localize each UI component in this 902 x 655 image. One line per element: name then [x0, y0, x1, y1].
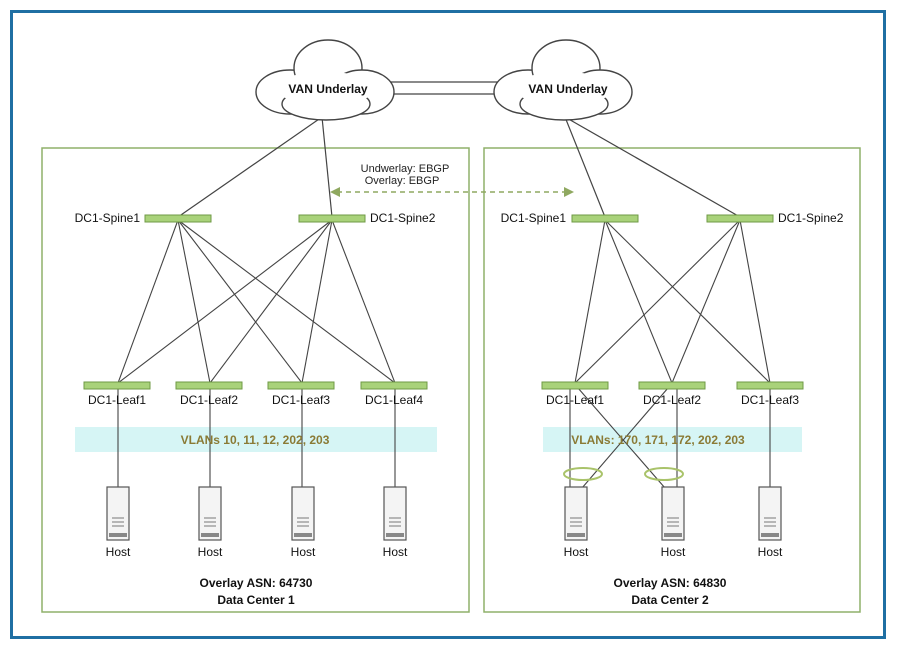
host-server-icon	[106, 486, 130, 541]
dc1-vlans-label: VLANs 10, 11, 12, 202, 203	[181, 433, 330, 447]
dc1-vlan-band	[75, 427, 437, 452]
host-server-icon	[564, 486, 588, 541]
host-server-icon	[291, 486, 315, 541]
dc2-host-links	[569, 387, 771, 489]
dc1-leaf3-label: DC1-Leaf3	[272, 393, 330, 407]
dc1-host3-label: Host	[291, 545, 316, 559]
dc2-host3-label: Host	[758, 545, 783, 559]
mlag-ring-right	[644, 467, 684, 481]
dc1-leaf3-device	[267, 381, 335, 390]
cloud-left-label: VAN Underlay	[288, 82, 367, 96]
dc1-leaf4-device	[360, 381, 428, 390]
dc2-spine1-device	[571, 214, 639, 223]
dc1-host-links	[117, 388, 396, 488]
dc2-leaf2-device	[638, 381, 706, 390]
dc2-vlan-band	[543, 427, 802, 452]
link-note-overlay: Overlay: EBGP	[365, 175, 440, 187]
mlag-ring-left	[563, 467, 603, 481]
dc1-links	[117, 219, 396, 384]
dc1-spine1-label: DC1-Spine1	[75, 211, 141, 225]
dc2-vlans-label: VLANs: 170, 171, 172, 202, 203	[571, 433, 745, 447]
dc2-spine2-label: DC1-Spine2	[778, 211, 844, 225]
dc2-host2-label: Host	[661, 545, 686, 559]
dc2-spine1-label: DC1-Spine1	[501, 211, 567, 225]
host-server-icon	[661, 486, 685, 541]
cloud-uplinks	[177, 116, 741, 218]
dc2-leaf1-device	[541, 381, 609, 390]
dc1-spine1-device	[144, 214, 212, 223]
dc1-spine2-label: DC1-Spine2	[370, 211, 436, 225]
diagram-frame	[10, 10, 886, 639]
dc1-leaf1-label: DC1-Leaf1	[88, 393, 146, 407]
dc1-host2-label: Host	[198, 545, 223, 559]
dc1-asn-label: Overlay ASN: 64730	[200, 576, 313, 590]
host-server-icon	[198, 486, 222, 541]
dc1-leaf2-device	[175, 381, 243, 390]
dc1-leaf1-device	[83, 381, 151, 390]
dc1-leaf4-label: DC1-Leaf4	[365, 393, 423, 407]
spine-devices	[144, 214, 774, 223]
dci-arrow	[330, 187, 574, 197]
dc1-leaf2-label: DC1-Leaf2	[180, 393, 238, 407]
dc2-box	[483, 147, 861, 613]
dc1-name-label: Data Center 1	[217, 593, 295, 607]
host-server-icon	[758, 486, 782, 541]
dc2-spine2-device	[706, 214, 774, 223]
cloud-right-label: VAN Underlay	[528, 82, 607, 96]
link-note-underlay: Undwerlay: EBGP	[361, 163, 450, 175]
dc1-spine2-device	[298, 214, 366, 223]
dc2-asn-label: Overlay ASN: 64830	[614, 576, 727, 590]
host-server-icon	[383, 486, 407, 541]
dc2-leaf2-label: DC1-Leaf2	[643, 393, 701, 407]
dc1-box	[41, 147, 470, 613]
dc2-leaf3-device	[736, 381, 804, 390]
dc1-host4-label: Host	[383, 545, 408, 559]
dc2-host1-label: Host	[564, 545, 589, 559]
dc2-leaf3-label: DC1-Leaf3	[741, 393, 799, 407]
host-servers	[106, 486, 782, 541]
dc1-host1-label: Host	[106, 545, 131, 559]
dc2-leaf1-label: DC1-Leaf1	[546, 393, 604, 407]
leaf-devices	[83, 381, 804, 390]
dc2-name-label: Data Center 2	[631, 593, 709, 607]
dc2-links	[574, 219, 771, 384]
